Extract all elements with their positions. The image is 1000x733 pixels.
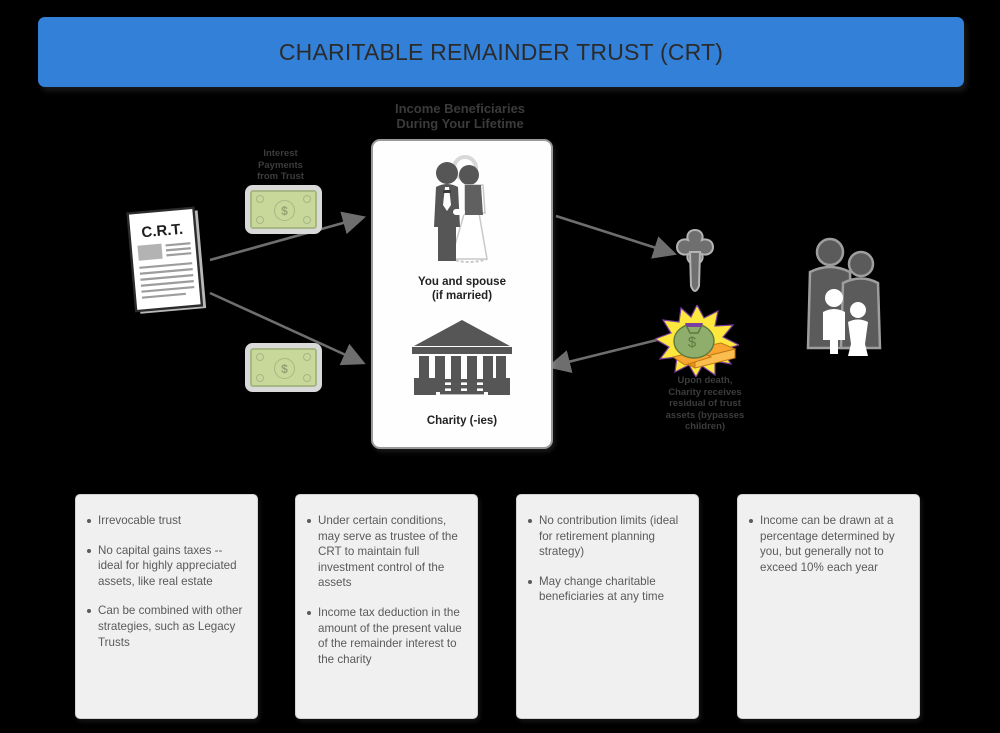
info-box-income-percentage: Income can be drawn at a percentage dete… [737,494,920,719]
interest-payment-label: Interest Payments from Trust [243,148,318,183]
charity-caption: Charity (-ies) [373,414,551,428]
beneficiary-section-header: Income Beneficiaries During Your Lifetim… [371,101,549,131]
residual-label-line3: residual of trust [669,398,741,409]
residual-label-line1: Upon death, [677,375,733,386]
treasure-money-bag-icon: $ [653,303,741,379]
cross-grave-icon [668,228,722,300]
interest-label-line2: Payments [258,159,303,171]
charity-building-icon [406,316,518,402]
dollar-sign-top: $ [274,200,295,221]
arrow-residual-to-charity [546,336,666,373]
list-item: May change charitable beneficiaries at a… [527,574,686,605]
residual-assets-label: Upon death, Charity receives residual of… [640,375,770,433]
arrow-couple-to-death [555,214,677,259]
couple-caption: You and spouse (if married) [373,275,551,303]
couple-icon [421,153,503,273]
page-title: CHARITABLE REMAINDER TRUST (CRT) [278,38,724,65]
list-item: Irrevocable trust [86,513,245,529]
income-beneficiaries-box: You and spouse (if married) Cha [371,139,553,449]
list-item: Income can be drawn at a percentage dete… [748,513,907,575]
section-header-line1: Income Beneficiaries [394,101,526,116]
money-bill-icon-top: $ [250,190,317,229]
page-title-banner: CHARITABLE REMAINDER TRUST (CRT) [38,17,964,87]
residual-label-line4: assets (bypasses [665,409,745,421]
info-box-2-list: Under certain conditions, may serve as t… [306,513,465,667]
list-item: Under certain conditions, may serve as t… [306,513,465,591]
svg-text:$: $ [688,334,697,351]
info-box-irrevocable-trust: Irrevocable trust No capital gains taxes… [75,494,258,719]
info-box-contribution-limits: No contribution limits (ideal for retire… [516,494,699,719]
interest-label-line3: from Trust [257,171,304,182]
residual-label-line2: Charity receives [668,386,742,398]
info-box-trustee-and-deduction: Under certain conditions, may serve as t… [295,494,478,719]
charity-caption-line1: Charity (-ies) [426,415,498,427]
couple-caption-line1: You and spouse [418,276,506,288]
family-icon [803,236,891,361]
info-box-4-list: Income can be drawn at a percentage dete… [748,513,907,575]
list-item: Can be combined with other strategies, s… [86,603,245,650]
crt-document-icon: C.R.T. [124,205,216,320]
svg-text:C.R.T.: C.R.T. [141,221,184,242]
info-box-1-list: Irrevocable trust No capital gains taxes… [86,513,245,650]
residual-label-line5: children) [684,421,726,432]
list-item: No capital gains taxes -- ideal for high… [86,543,245,590]
list-item: Income tax deduction in the amount of th… [306,605,465,667]
couple-caption-line2: (if married) [431,290,493,302]
interest-label-line1: Interest [263,148,298,159]
money-bill-icon-bottom: $ [250,348,317,387]
section-header-line2: During Your Lifetime [396,116,524,131]
list-item: No contribution limits (ideal for retire… [527,513,686,560]
info-box-3-list: No contribution limits (ideal for retire… [527,513,686,605]
dollar-sign-bottom: $ [274,358,295,379]
